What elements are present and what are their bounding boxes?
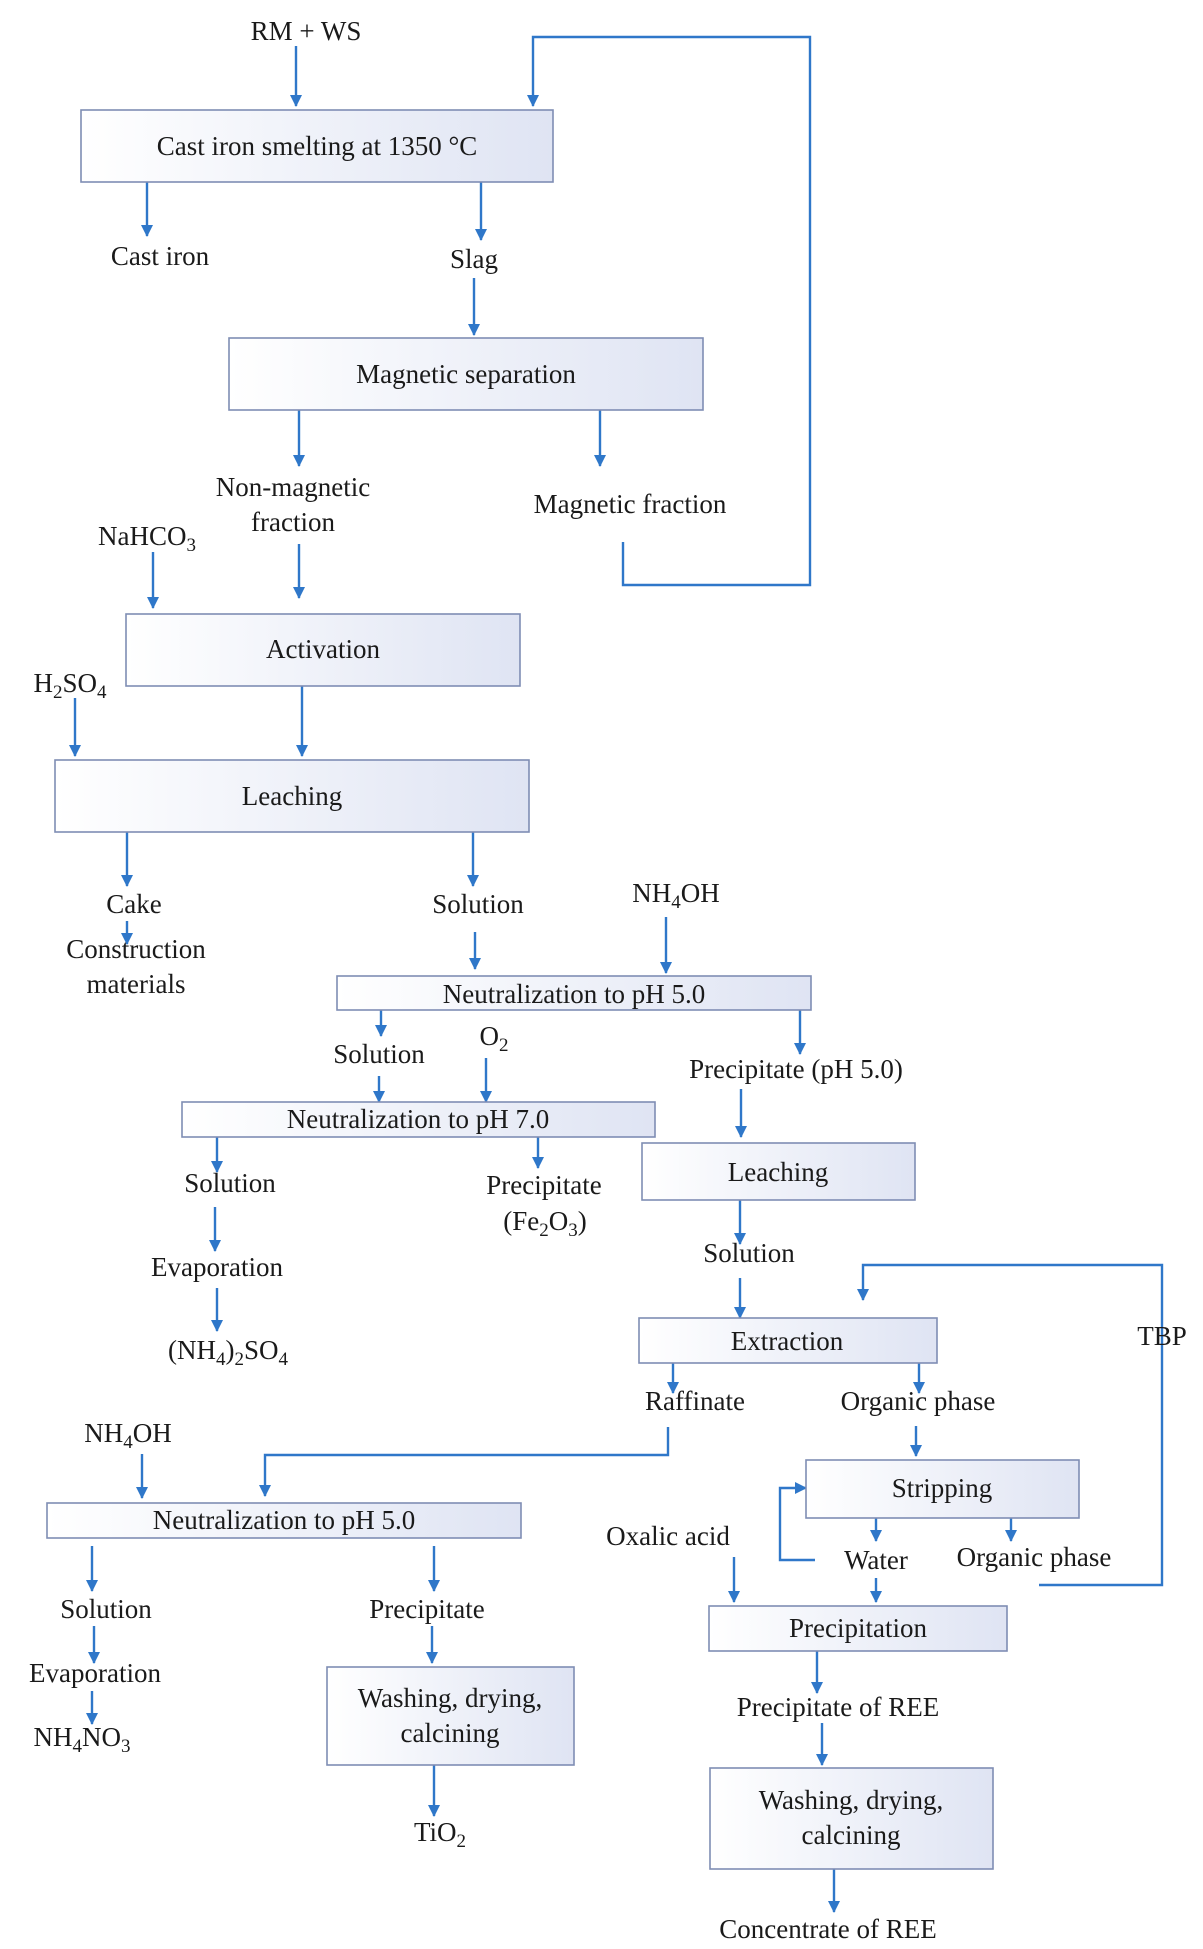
box-stripping-label: Stripping [892, 1473, 993, 1503]
box-extraction-label: Extraction [731, 1326, 844, 1356]
box-magnetic-separation: Magnetic separation [228, 337, 704, 411]
label-construction-line1: Construction [66, 934, 206, 964]
label-nh4oh-top: NH4OH [632, 878, 720, 913]
label-precipitate-ti: Precipitate [369, 1594, 484, 1624]
box-washing-ree-line2: calcining [802, 1820, 901, 1850]
box-activation-label: Activation [266, 634, 380, 664]
connectors [69, 35, 1164, 1913]
box-neutralization-ph5-second: Neutralization to pH 5.0 [46, 1502, 522, 1539]
box-neutralization-ph7-label: Neutralization to pH 7.0 [287, 1104, 549, 1134]
label-solution-leach: Solution [432, 889, 524, 919]
arrow-water-loop [778, 1482, 815, 1562]
label-cake: Cake [106, 889, 161, 919]
label-organic-phase-2: Organic phase [957, 1542, 1112, 1572]
label-concentrate-ree: Concentrate of REE [719, 1914, 936, 1944]
label-water: Water [844, 1545, 908, 1575]
label-precipitate-ph5: Precipitate (pH 5.0) [689, 1054, 903, 1084]
label-cast-iron: Cast iron [111, 241, 210, 271]
box-activation: Activation [125, 613, 521, 687]
label-oxalic-acid: Oxalic acid [606, 1521, 730, 1551]
arrow-tbp-recycle [857, 1263, 1164, 1587]
label-solution-n5b: Solution [60, 1594, 152, 1624]
label-nahco3: NaHCO3 [98, 521, 196, 556]
label-tio2: TiO2 [414, 1817, 466, 1852]
label-construction-line2: materials [87, 969, 186, 999]
box-smelting-label: Cast iron smelting at 1350 °C [157, 131, 478, 161]
box-neutralization-ph7: Neutralization to pH 7.0 [181, 1101, 656, 1138]
box-leaching-1-label: Leaching [242, 781, 342, 811]
label-solution-n7: Solution [184, 1168, 276, 1198]
label-magnetic-fraction: Magnetic fraction [534, 489, 727, 519]
label-solution-leach2: Solution [703, 1238, 795, 1268]
box-washing-ree-line1: Washing, drying, [759, 1785, 944, 1815]
box-precipitation: Precipitation [708, 1605, 1008, 1652]
box-neutralization-ph5-second-label: Neutralization to pH 5.0 [153, 1505, 415, 1535]
box-neutralization-ph5-first: Neutralization to pH 5.0 [336, 975, 812, 1011]
label-rm-ws: RM + WS [251, 16, 362, 46]
label-precipitate-fe: Precipitate [486, 1170, 601, 1200]
arrow-raffinate-to-neut5b [259, 1427, 670, 1497]
label-h2so4: H2SO4 [33, 668, 107, 703]
box-washing-tio2: Washing, drying, calcining [326, 1666, 575, 1766]
label-evaporation-2: Evaporation [29, 1658, 161, 1688]
label-nh4oh-bottom: NH4OH [84, 1418, 172, 1453]
box-washing-tio2-line1: Washing, drying, [358, 1683, 543, 1713]
box-smelting: Cast iron smelting at 1350 °C [80, 109, 554, 183]
box-stripping: Stripping [805, 1459, 1080, 1519]
box-magnetic-separation-label: Magnetic separation [356, 359, 576, 389]
label-evaporation-1: Evaporation [151, 1252, 283, 1282]
label-non-magnetic-line1: Non-magnetic [216, 472, 370, 502]
box-leaching-2: Leaching [641, 1142, 916, 1201]
box-washing-tio2-line2: calcining [401, 1718, 500, 1748]
label-nh4-2so4: (NH4)2SO4 [168, 1335, 289, 1370]
label-tbp: TBP [1137, 1321, 1187, 1351]
box-leaching-1: Leaching [54, 759, 530, 833]
label-slag: Slag [450, 244, 498, 274]
label-non-magnetic-line2: fraction [251, 507, 335, 537]
label-precipitate-ree: Precipitate of REE [737, 1692, 939, 1722]
box-washing-ree: Washing, drying, calcining [709, 1767, 994, 1870]
label-organic-phase-1: Organic phase [841, 1386, 996, 1416]
box-leaching-2-label: Leaching [728, 1157, 828, 1187]
label-nh4no3: NH4NO3 [34, 1722, 131, 1757]
box-precipitation-label: Precipitation [789, 1613, 927, 1643]
box-neutralization-ph5-first-label: Neutralization to pH 5.0 [443, 979, 705, 1009]
label-o2: O2 [480, 1021, 509, 1056]
box-extraction: Extraction [638, 1317, 938, 1364]
label-raffinate: Raffinate [645, 1386, 745, 1416]
label-solution-n5: Solution [333, 1039, 425, 1069]
arrow-magnetic-recycle [527, 35, 812, 587]
label-fe2o3: (Fe2O3) [503, 1206, 587, 1241]
